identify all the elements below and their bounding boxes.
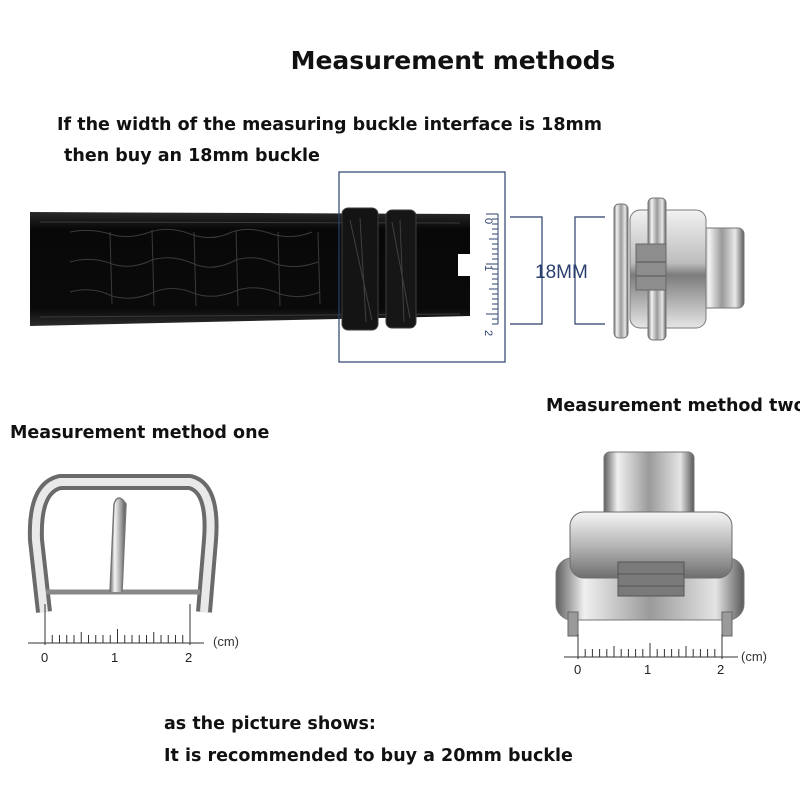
deployant-buckle-front — [555, 451, 745, 637]
method-one-figure: 0 1 2 (cm) — [27, 474, 239, 665]
intro-line-1: If the width of the measuring buckle int… — [57, 115, 602, 135]
intro-line-2: then buy an 18mm buckle — [64, 146, 320, 166]
scale-two-number-2: 2 — [717, 662, 724, 677]
width-bracket — [510, 216, 605, 325]
width-label-18mm: 18MM — [535, 262, 588, 283]
scale-two-number-1: 1 — [644, 662, 651, 677]
footer-line-2: It is recommended to buy a 20mm buckle — [164, 746, 573, 766]
strap-measurement-figure: 0 1 2 18MM — [30, 171, 745, 363]
scale-one-number-1: 1 — [111, 650, 118, 665]
pin-buckle — [27, 474, 219, 613]
page-title: Measurement methods — [290, 46, 616, 75]
scale-two-unit: (cm) — [741, 649, 767, 664]
cm-scale-two: 0 1 2 (cm) — [564, 634, 767, 677]
leather-strap — [30, 207, 470, 331]
ruler-number-0: 0 — [482, 218, 494, 224]
ruler-number-2: 2 — [482, 330, 494, 336]
scale-one-unit: (cm) — [213, 634, 239, 649]
deployant-buckle-top — [613, 197, 745, 341]
method-two-figure: 0 1 2 (cm) — [555, 451, 767, 677]
method-one-label: Measurement method one — [10, 423, 270, 443]
cm-scale-one: 0 1 2 (cm) — [28, 604, 239, 665]
measuring-ruler-box: 0 1 2 — [338, 171, 506, 363]
ruler-number-1: 1 — [482, 265, 494, 271]
method-two-label: Measurement method two — [546, 396, 800, 416]
footer-line-1: as the picture shows: — [164, 714, 376, 734]
scale-two-number-0: 0 — [574, 662, 581, 677]
scale-one-number-2: 2 — [185, 650, 192, 665]
scale-one-number-0: 0 — [41, 650, 48, 665]
